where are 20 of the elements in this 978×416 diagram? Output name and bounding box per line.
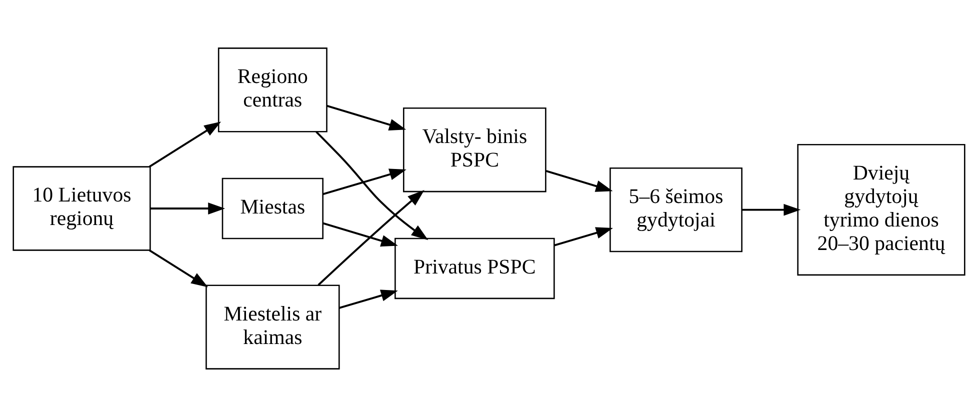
arrow <box>546 170 613 192</box>
node-box: 5–6 šeimos gydytojai <box>610 166 742 252</box>
arrow <box>148 248 208 287</box>
arrow <box>339 289 398 308</box>
arrow <box>316 130 428 240</box>
arrow <box>150 202 226 214</box>
arrow <box>742 203 801 216</box>
node-box: Miestas <box>222 177 324 239</box>
arrow <box>322 168 406 194</box>
arrow <box>322 222 398 246</box>
node-box: Dviejų gydytojų tyrimo dienos 20–30 pacientų <box>797 144 966 276</box>
node-box: 10 Lietuvos regionų <box>12 166 151 250</box>
node-box: Privatus PSPC <box>394 237 555 299</box>
arrow <box>554 226 613 246</box>
arrow <box>326 104 406 130</box>
node-box: Miestelis ar kaimas <box>206 284 340 369</box>
arrow <box>318 190 424 286</box>
node-box: Valsty- binis PSPC <box>403 107 546 192</box>
node-box: Regiono centras <box>218 47 328 132</box>
arrow <box>148 121 222 168</box>
